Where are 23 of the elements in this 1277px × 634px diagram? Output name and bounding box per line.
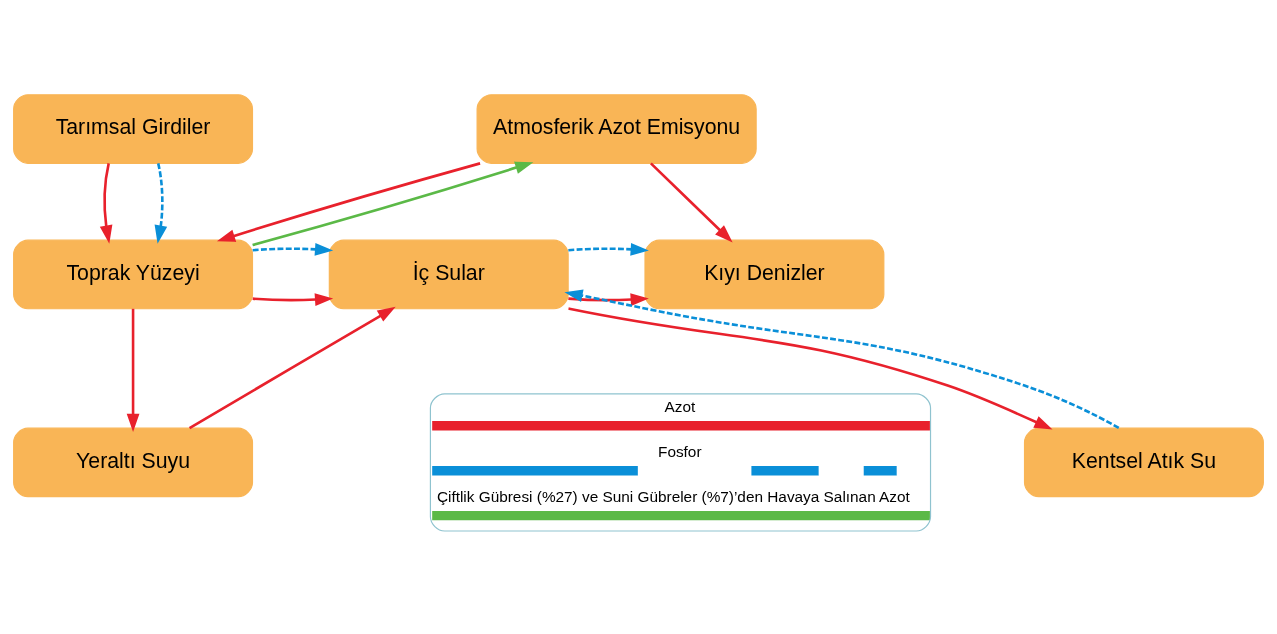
arrow (568, 293, 649, 306)
arrow (126, 308, 140, 432)
arrow (188, 306, 396, 430)
arrow (568, 242, 649, 256)
arrow (252, 293, 334, 306)
arrow (650, 162, 733, 243)
legend-label: Fosfor (658, 442, 702, 460)
arrow (568, 307, 1053, 430)
arrow (564, 289, 1120, 430)
node-box: Yeraltı Suyu (13, 427, 254, 498)
node-box: Kıyı Denizler (644, 239, 885, 310)
arrow (154, 163, 168, 244)
legend-label: Azot (664, 398, 696, 416)
node-box: İç Sular (328, 239, 569, 310)
arrow (252, 242, 334, 256)
node-box: Kentsel Atık Su (1023, 427, 1264, 498)
arrow (252, 161, 534, 247)
node-box: Tarımsal Girdiler (13, 94, 254, 164)
arrow (99, 163, 113, 244)
node-box: Toprak Yüzeyi (13, 239, 254, 310)
arrow (216, 162, 481, 242)
legend-label: Çiftlik Gübresi (%27) ve Suni Gübreler (%7)’den Havaya Salınan Azot (436, 487, 910, 505)
node-box: Atmosferik Azot Emisyonu (476, 94, 757, 164)
